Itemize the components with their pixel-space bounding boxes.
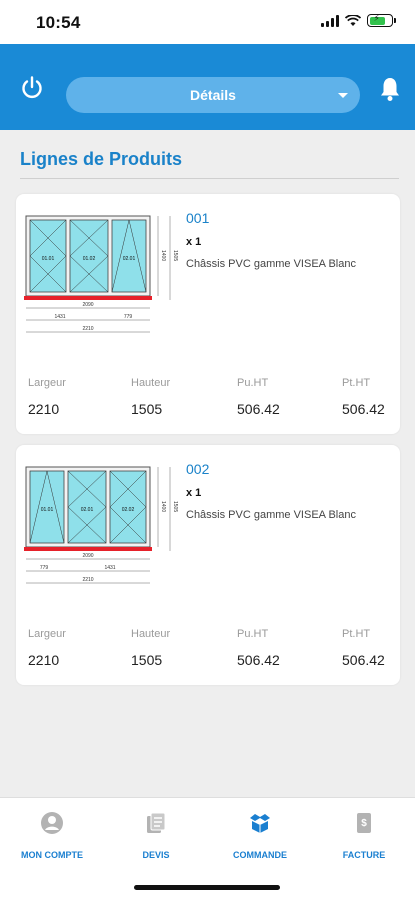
width-value: 2210 bbox=[28, 401, 60, 417]
pane-label: 01.01 bbox=[41, 507, 54, 513]
tab-label: FACTURE bbox=[342, 850, 386, 860]
bell-icon[interactable] bbox=[379, 76, 401, 102]
dim-total: 2210 bbox=[82, 577, 93, 583]
tab-devis[interactable]: DEVIS bbox=[104, 810, 208, 860]
dim-bottom: 779 bbox=[40, 565, 49, 571]
pane-label: 01.02 bbox=[83, 256, 96, 262]
dim-bottom: 779 bbox=[124, 314, 133, 320]
width-header: Largeur bbox=[28, 628, 66, 640]
app-header: Détails bbox=[0, 44, 415, 130]
wifi-icon bbox=[345, 14, 361, 26]
product-description: Châssis PVC gamme VISEA Blanc bbox=[186, 258, 356, 270]
status-bar: 10:54 bbox=[0, 0, 415, 44]
signal-icon bbox=[321, 14, 339, 27]
product-description: Châssis PVC gamme VISEA Blanc bbox=[186, 509, 356, 521]
svg-text:$: $ bbox=[361, 818, 367, 829]
tab-mon-compte[interactable]: MON COMPTE bbox=[0, 810, 104, 860]
home-indicator bbox=[134, 885, 280, 890]
product-qty: x 1 bbox=[186, 236, 202, 248]
dim-side: 1400 bbox=[160, 250, 166, 261]
document-list-icon bbox=[147, 812, 166, 833]
pane-label: 02.01 bbox=[123, 256, 136, 262]
tab-bar: MON COMPTE DEVIS COMMANDE $ FACTURE bbox=[0, 797, 415, 900]
height-value: 1505 bbox=[131, 401, 163, 417]
tab-commande[interactable]: COMMANDE bbox=[208, 810, 312, 860]
height-value: 1505 bbox=[131, 652, 163, 668]
section-title: Lignes de Produits bbox=[20, 149, 183, 169]
chevron-down-icon bbox=[338, 93, 348, 98]
unit-price-value: 506.42 bbox=[237, 401, 280, 417]
product-card[interactable]: 01.01 02.01 02.02 1400 1505 2090 779 143… bbox=[16, 445, 400, 685]
unit-price-header: Pu.HT bbox=[237, 628, 269, 640]
tab-facture[interactable]: $ FACTURE bbox=[312, 810, 415, 860]
dim-bottom: 1431 bbox=[104, 565, 115, 571]
product-qty: x 1 bbox=[186, 487, 202, 499]
pane-label: 01.01 bbox=[42, 256, 55, 262]
box-icon bbox=[250, 814, 270, 833]
pane-label: 02.02 bbox=[122, 507, 135, 513]
width-value: 2210 bbox=[28, 652, 60, 668]
total-price-value: 506.42 bbox=[342, 401, 385, 417]
product-card[interactable]: 01.01 01.02 02.01 1400 1505 2090 1431 77… bbox=[16, 194, 400, 434]
dim-bottom: 1431 bbox=[54, 314, 65, 320]
dim-side: 1400 bbox=[160, 501, 166, 512]
total-price-value: 506.42 bbox=[342, 652, 385, 668]
invoice-icon: $ bbox=[357, 813, 371, 833]
dim-side: 1505 bbox=[172, 501, 178, 512]
tab-label: COMMANDE bbox=[233, 850, 287, 860]
total-price-header: Pt.HT bbox=[342, 628, 371, 640]
status-icons bbox=[321, 13, 396, 27]
product-ref: 001 bbox=[186, 210, 210, 226]
height-header: Hauteur bbox=[131, 628, 171, 640]
section-divider bbox=[20, 178, 399, 179]
width-header: Largeur bbox=[28, 377, 66, 389]
tab-label: MON COMPTE bbox=[21, 850, 83, 860]
pane-label: 02.01 bbox=[81, 507, 94, 513]
tab-label: DEVIS bbox=[142, 850, 170, 860]
dim-side: 1505 bbox=[172, 250, 178, 261]
power-icon[interactable] bbox=[18, 74, 46, 102]
height-header: Hauteur bbox=[131, 377, 171, 389]
dim-inner: 2090 bbox=[82, 302, 93, 308]
user-icon bbox=[41, 812, 63, 834]
window-drawing: 01.01 02.01 02.02 1400 1505 2090 779 143… bbox=[24, 466, 178, 584]
status-time: 10:54 bbox=[36, 13, 81, 32]
details-dropdown[interactable]: Détails bbox=[66, 77, 360, 113]
window-drawing: 01.01 01.02 02.01 1400 1505 2090 1431 77… bbox=[24, 215, 178, 333]
product-ref: 002 bbox=[186, 461, 210, 477]
unit-price-value: 506.42 bbox=[237, 652, 280, 668]
dim-inner: 2090 bbox=[82, 553, 93, 559]
dim-total: 2210 bbox=[82, 326, 93, 332]
total-price-header: Pt.HT bbox=[342, 377, 371, 389]
battery-icon bbox=[367, 13, 396, 27]
unit-price-header: Pu.HT bbox=[237, 377, 269, 389]
dropdown-label: Détails bbox=[190, 87, 236, 103]
